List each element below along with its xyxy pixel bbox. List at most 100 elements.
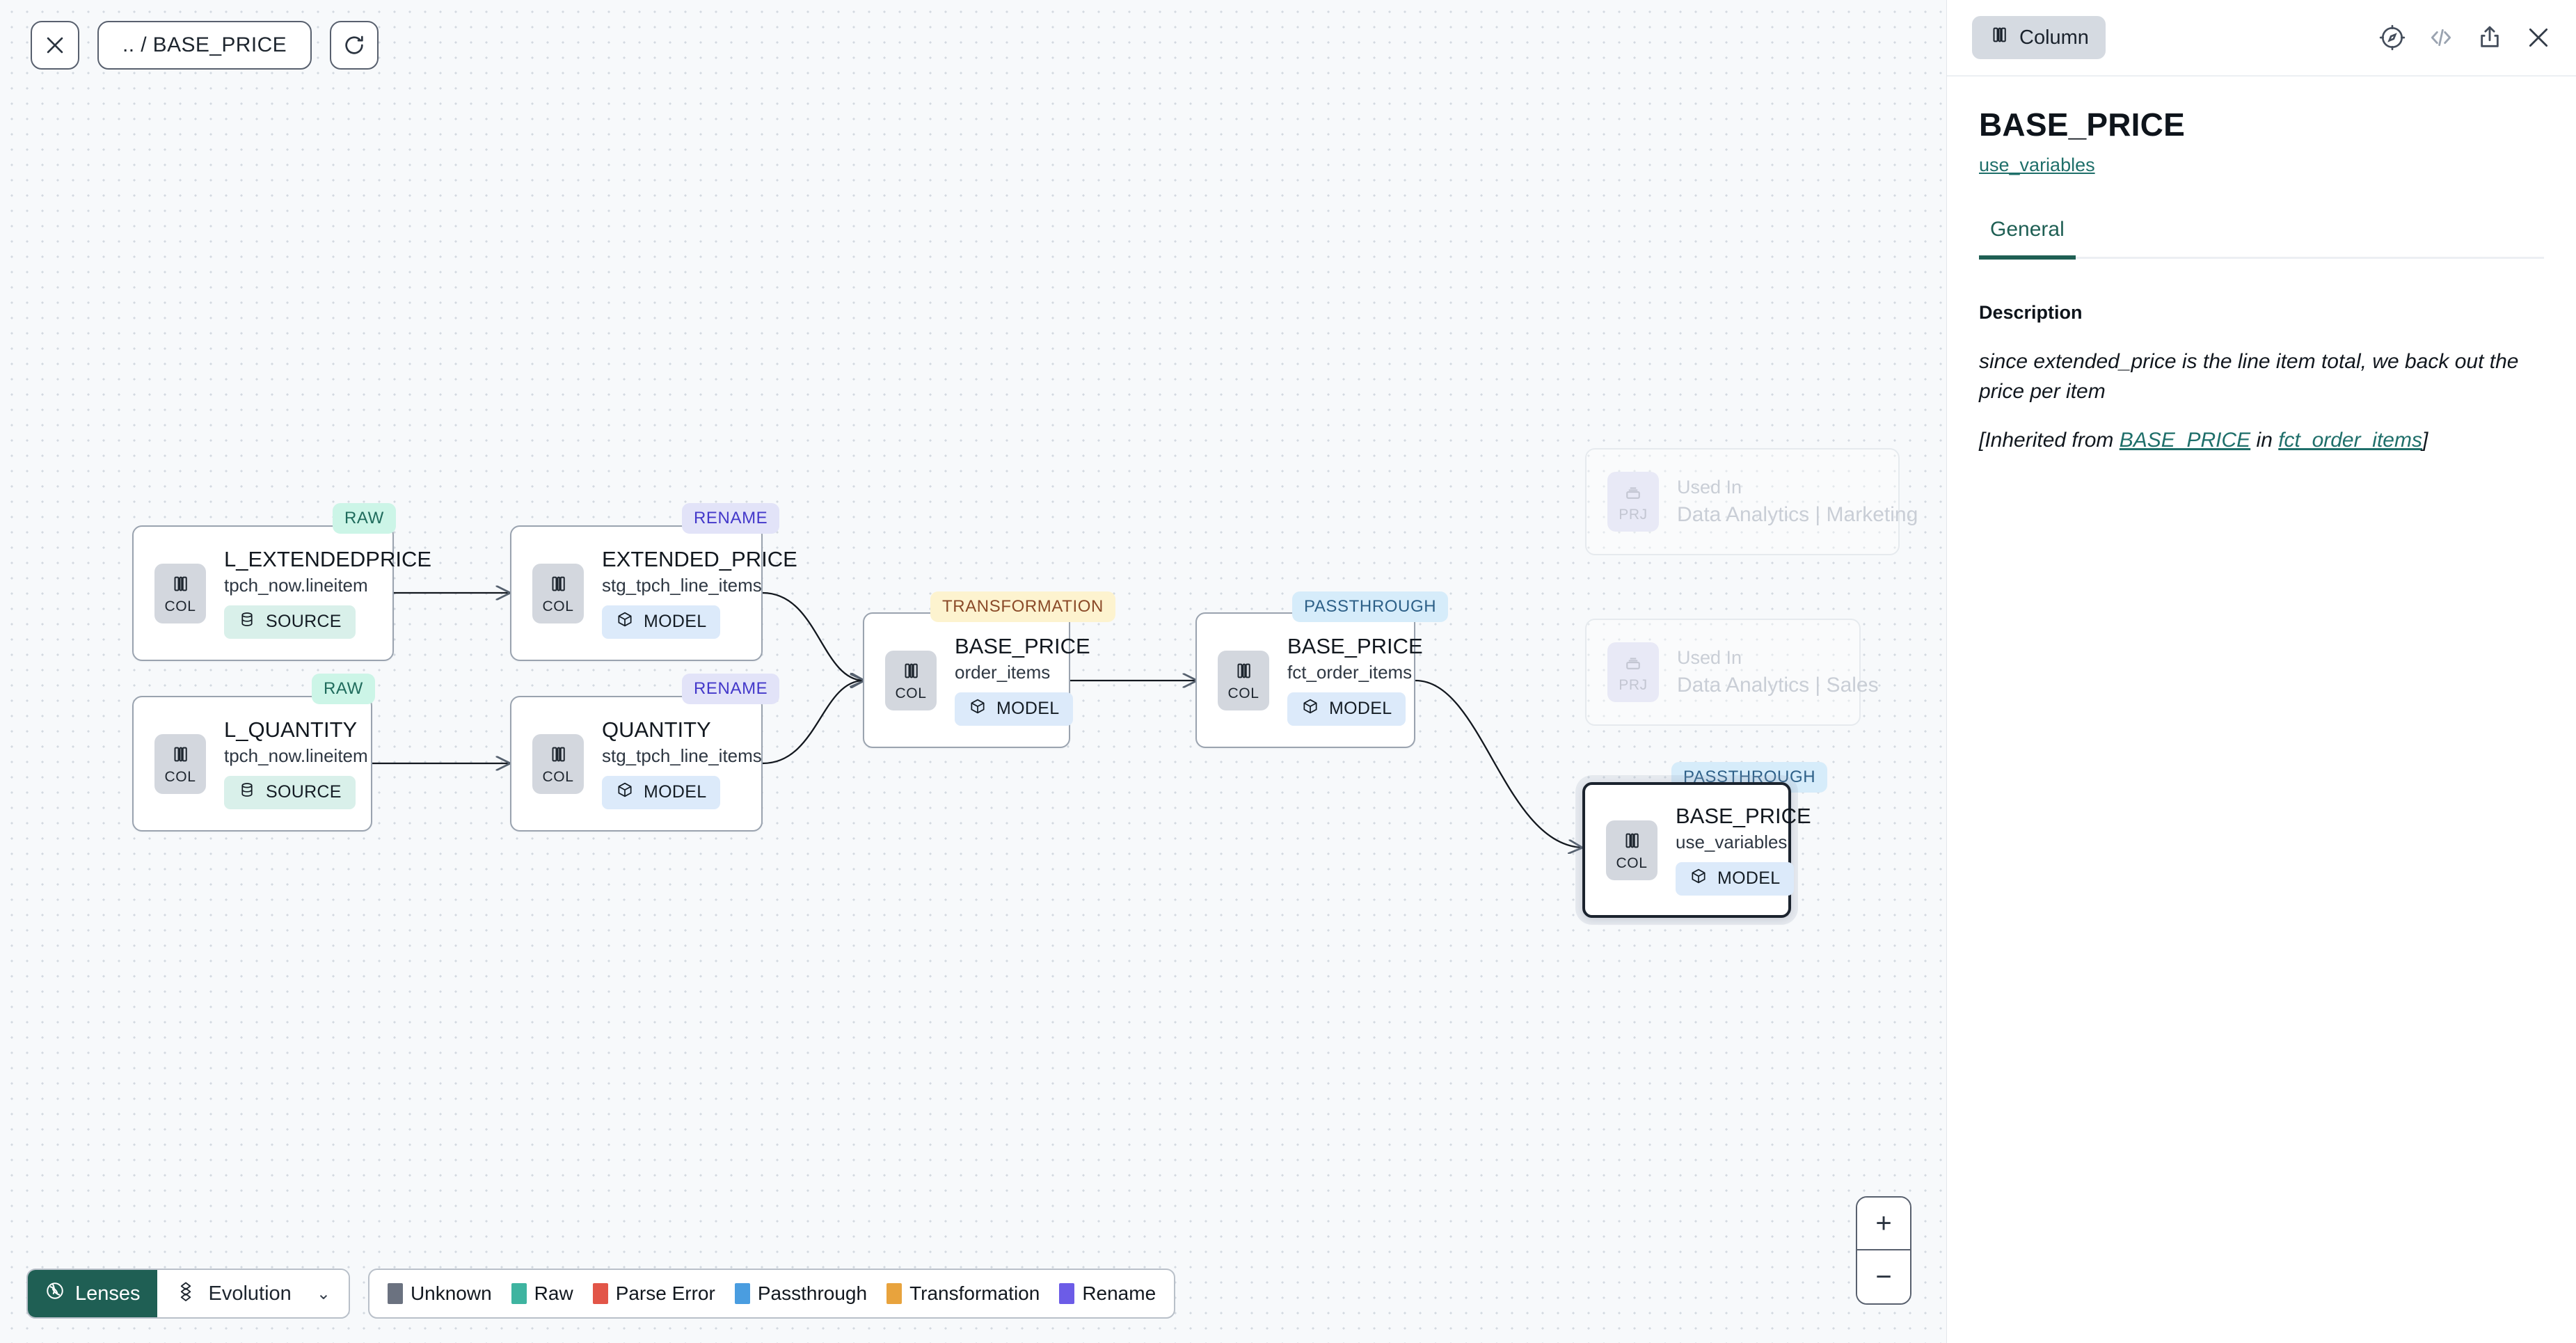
canvas-bottom-bar: Lenses Evolution ⌄ Unknown <box>26 1269 1176 1319</box>
column-tag: COL <box>885 650 937 710</box>
evolution-icon <box>175 1280 196 1307</box>
cube-icon <box>969 697 987 720</box>
node-subtitle: use_variables <box>1676 832 1788 853</box>
lenses-icon <box>45 1280 65 1307</box>
node-subtitle: fct_order_items <box>1287 662 1413 683</box>
compass-icon[interactable] <box>2378 24 2406 51</box>
node-body: BASE_PRICE fct_order_items MODEL <box>1287 635 1423 726</box>
node-name: BASE_PRICE <box>1287 634 1423 659</box>
details-panel-body: BASE_PRICE use_variables General Descrip… <box>1947 77 2576 456</box>
close-graph-button[interactable] <box>31 21 79 70</box>
evolution-label: Evolution <box>208 1282 292 1305</box>
cube-icon <box>1689 867 1708 890</box>
legend-label: Unknown <box>410 1282 492 1304</box>
column-tag: COL <box>1606 820 1657 880</box>
legend-swatch-unknown <box>387 1283 403 1304</box>
node-type-pill: MODEL <box>602 605 721 639</box>
node-badge-rename: RENAME <box>682 674 780 704</box>
canvas-toolbar: .. / BASE_PRICE <box>31 21 379 70</box>
lenses-label: Lenses <box>75 1282 141 1305</box>
legend-swatch-rename <box>1059 1283 1075 1304</box>
node-name: BASE_PRICE <box>1676 804 1811 829</box>
node-body: EXTENDED_PRICE stg_tpch_line_items MODEL <box>602 548 797 639</box>
close-icon[interactable] <box>2525 24 2552 51</box>
page-title: BASE_PRICE <box>1979 106 2185 143</box>
column-icon <box>900 660 921 685</box>
used-in-body: Used In Data Analytics | Marketing <box>1677 477 1918 526</box>
database-icon <box>238 610 256 633</box>
breadcrumb[interactable]: .. / BASE_PRICE <box>97 21 312 70</box>
inherited-prefix: [Inherited from <box>1979 429 2120 452</box>
zoom-in-button[interactable]: + <box>1857 1198 1910 1250</box>
legend-label: Passthrough <box>757 1282 868 1304</box>
cube-icon <box>616 610 634 633</box>
lineage-node-extended-price[interactable]: COL EXTENDED_PRICE stg_tpch_line_items M… <box>510 525 797 661</box>
entity-type-chip[interactable]: Column <box>1972 16 2106 59</box>
node-type-pill-label: SOURCE <box>266 612 342 632</box>
inherited-note: [Inherited from BASE_PRICE in fct_order_… <box>1979 426 2529 456</box>
column-tag: COL <box>154 733 206 794</box>
refresh-button[interactable] <box>330 21 379 70</box>
cube-icon <box>616 781 634 804</box>
column-icon <box>170 573 191 598</box>
lenses-group: Lenses Evolution ⌄ <box>26 1269 350 1319</box>
description-label: Description <box>1979 302 2083 323</box>
node-subtitle: stg_tpch_line_items <box>602 575 762 596</box>
details-panel: Column <box>1946 0 2576 1343</box>
inherited-model-link[interactable]: fct_order_items <box>2278 429 2422 452</box>
lineage-node-l-quantity[interactable]: COL L_QUANTITY tpch_now.lineitem SOURCE <box>132 696 372 832</box>
legend-swatch-passthrough <box>734 1283 750 1304</box>
column-icon <box>1621 830 1642 855</box>
legend-swatch-raw <box>511 1283 527 1304</box>
project-icon <box>1623 482 1644 506</box>
code-icon[interactable] <box>2427 24 2455 51</box>
column-tag: COL <box>532 563 584 623</box>
node-name: QUANTITY <box>602 717 711 742</box>
node-type-pill: MODEL <box>955 692 1074 726</box>
node-body: L_QUANTITY tpch_now.lineitem SOURCE <box>224 718 368 809</box>
lineage-node-base-price-order-items[interactable]: COL BASE_PRICE order_items MODEL <box>863 612 1090 748</box>
legend-item: Parse Error <box>592 1282 715 1305</box>
lineage-node-l-extendedprice[interactable]: COL L_EXTENDEDPRICE tpch_now.lineitem SO… <box>132 525 431 661</box>
column-tag-label: COL <box>164 598 196 614</box>
inherited-suffix: ] <box>2422 429 2428 452</box>
node-name: L_QUANTITY <box>224 717 358 742</box>
lenses-button[interactable]: Lenses <box>28 1270 157 1317</box>
node-type-pill: SOURCE <box>224 775 356 809</box>
evolution-button[interactable]: Evolution ⌄ <box>157 1270 349 1317</box>
used-in-value: Data Analytics | Marketing <box>1677 503 1918 527</box>
project-tag: PRJ <box>1607 472 1659 532</box>
project-tag-label: PRJ <box>1619 677 1648 693</box>
column-tag-label: COL <box>1616 855 1648 871</box>
column-icon <box>548 573 569 598</box>
inherited-column-link[interactable]: BASE_PRICE <box>2119 429 2251 452</box>
node-type-pill: MODEL <box>1287 692 1406 726</box>
lineage-canvas[interactable]: .. / BASE_PRICE <box>0 0 1946 1343</box>
node-type-pill: SOURCE <box>224 605 356 639</box>
lineage-node-quantity[interactable]: COL QUANTITY stg_tpch_line_items MODEL <box>510 696 763 832</box>
legend-label: Transformation <box>909 1282 1040 1304</box>
share-icon[interactable] <box>2476 24 2504 51</box>
column-tag-label: COL <box>164 768 196 785</box>
legend-swatch-parse-error <box>592 1283 608 1304</box>
parent-model-link[interactable]: use_variables <box>1979 154 2095 175</box>
chevron-down-icon: ⌄ <box>316 1284 331 1303</box>
used-in-card-marketing[interactable]: PRJ Used In Data Analytics | Marketing <box>1585 448 1918 555</box>
tab-general[interactable]: General <box>1979 218 2076 260</box>
node-type-pill-label: MODEL <box>644 612 707 632</box>
legend-item: Transformation <box>887 1282 1040 1305</box>
lineage-node-base-price-use-variables[interactable]: COL BASE_PRICE use_variables MODEL <box>1582 782 1811 918</box>
legend-swatch-transformation <box>887 1283 903 1304</box>
node-type-pill: MODEL <box>602 775 721 809</box>
node-body: QUANTITY stg_tpch_line_items MODEL <box>602 718 762 809</box>
zoom-out-button[interactable]: − <box>1857 1250 1910 1303</box>
project-tag: PRJ <box>1607 642 1659 702</box>
zoom-controls: + − <box>1856 1196 1911 1305</box>
column-icon <box>548 744 569 768</box>
node-badge-transformation: TRANSFORMATION <box>930 591 1115 622</box>
used-in-label: Used In <box>1677 477 1742 498</box>
used-in-card-sales[interactable]: PRJ Used In Data Analytics | Sales <box>1585 619 1879 726</box>
lineage-node-base-price-fct-order-items[interactable]: COL BASE_PRICE fct_order_items MODEL <box>1195 612 1423 748</box>
legend-label: Rename <box>1082 1282 1156 1304</box>
